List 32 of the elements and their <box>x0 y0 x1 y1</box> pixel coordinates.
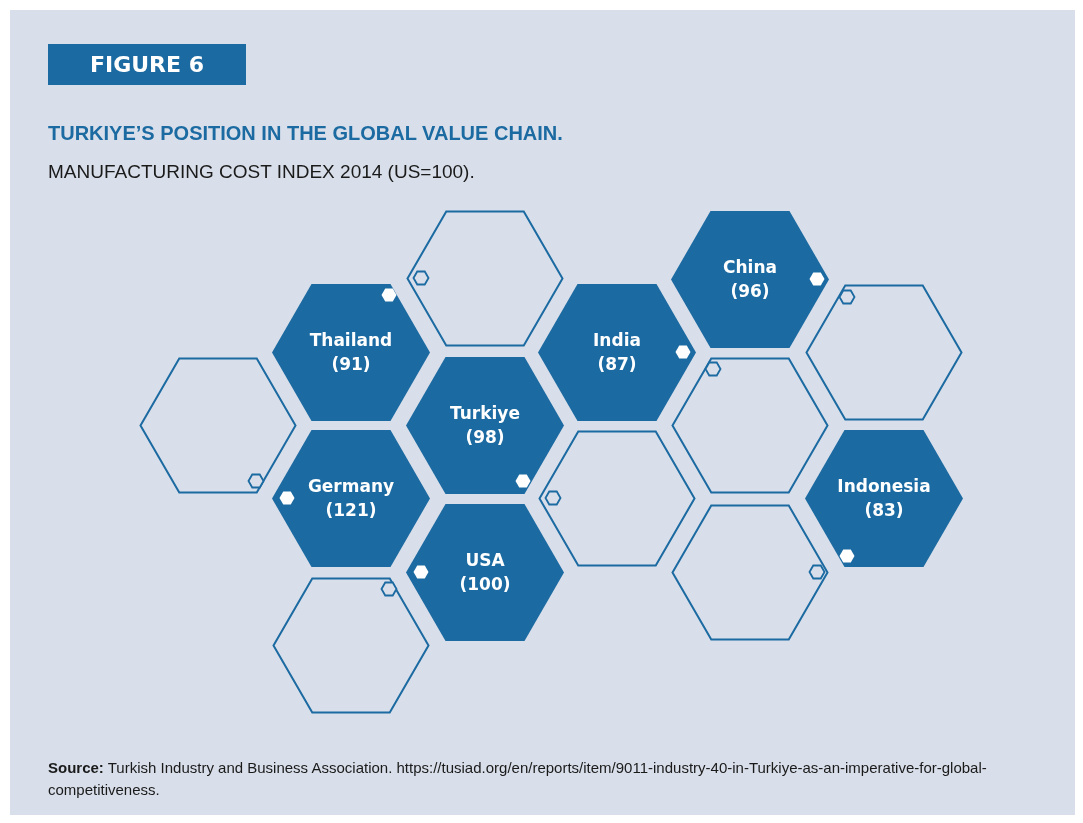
index-value: (98) <box>465 426 505 449</box>
hexagon-tile <box>272 576 430 714</box>
hexagon-tile <box>272 283 430 421</box>
hexagon-tile <box>671 356 829 494</box>
index-value: (96) <box>730 280 770 303</box>
hexagon-tile <box>538 429 696 567</box>
source-note: Source: Turkish Industry and Business Association. https://tusiad.org/en/reports/item/9011-industry-40-in-Turkiye-as-an-imperative-for-global-competitiveness. <box>48 758 988 800</box>
index-value: (91) <box>331 353 371 376</box>
hexagon-tile <box>671 503 829 641</box>
index-value: (121) <box>325 499 377 522</box>
figure-badge: FIGURE 6 <box>48 44 246 85</box>
hexagon-tile <box>272 429 430 567</box>
hexagon-tile <box>671 210 829 348</box>
hexagon-tile <box>538 283 696 421</box>
hexagon-tile <box>406 503 564 641</box>
country-label: Indonesia <box>837 475 931 498</box>
hexagon-tile <box>139 356 297 494</box>
hexagon-tile <box>805 429 963 567</box>
subtitle: MANUFACTURING COST INDEX 2014 (US=100). <box>48 160 475 184</box>
index-value: (83) <box>864 499 904 522</box>
country-label: Turkiye <box>450 402 520 425</box>
index-value: (100) <box>459 573 511 596</box>
country-label: Thailand <box>309 329 393 352</box>
figure-title: TURKIYE’S POSITION IN THE GLOBAL VALUE CHAIN. <box>48 121 563 146</box>
hexagon-tile <box>805 283 963 421</box>
hexagon-tile <box>406 209 564 347</box>
index-value: (87) <box>597 353 637 376</box>
hexagon-tile <box>406 356 564 494</box>
country-label: India <box>593 329 641 352</box>
country-label: Germany <box>307 475 395 498</box>
country-label: China <box>723 256 777 279</box>
country-label: USA <box>465 549 505 572</box>
